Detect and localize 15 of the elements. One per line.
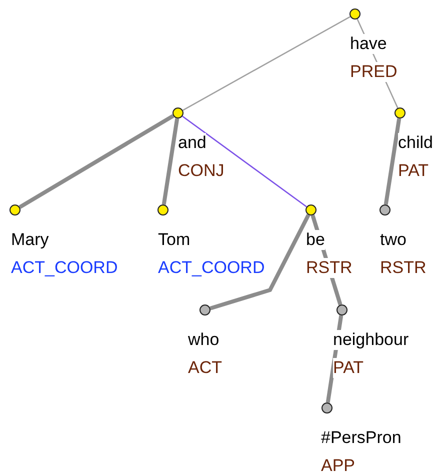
functor-label: ACT_COORD	[11, 258, 118, 278]
tree-edge	[162, 118, 180, 205]
functor-label: ACT_COORD	[158, 258, 265, 278]
node-word: neighbour	[333, 330, 409, 350]
tree-edge	[182, 16, 351, 111]
node-word: Mary	[11, 230, 49, 250]
functor-label: PRED	[350, 62, 398, 82]
tree-edge	[18, 114, 174, 209]
tree-edge	[182, 116, 307, 208]
tree-edge	[384, 118, 402, 205]
functor-label: PAT	[333, 358, 364, 378]
functor-label: RSTR	[306, 258, 352, 278]
node-word: have	[350, 34, 387, 54]
node-word: be	[306, 230, 325, 250]
tree-edge	[210, 214, 310, 310]
